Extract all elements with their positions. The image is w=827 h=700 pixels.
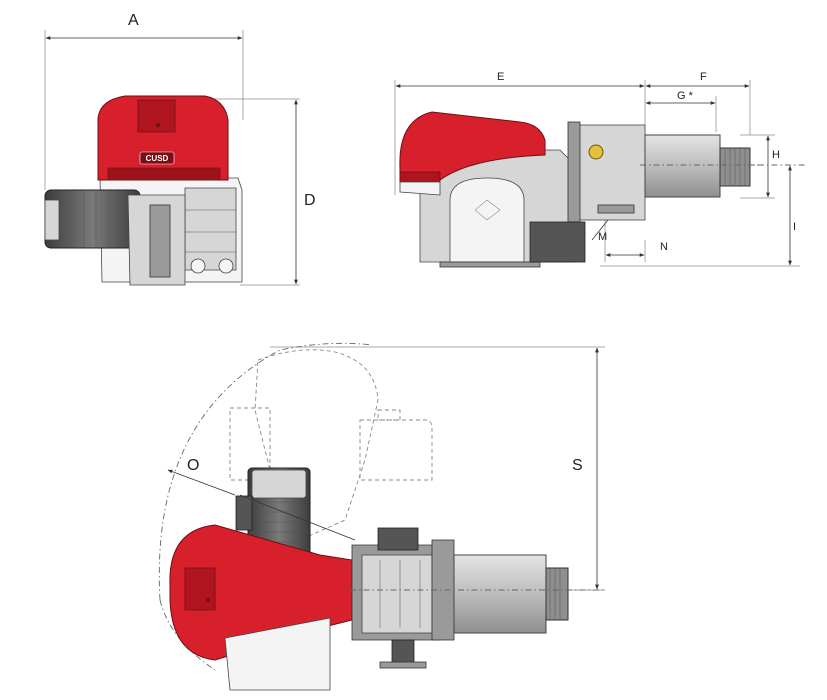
combustion-tube-side <box>644 134 721 198</box>
brand-badge-text: CUSD <box>146 154 169 163</box>
dim-label-h: H <box>772 149 780 161</box>
dim-label-d: D <box>304 192 316 209</box>
dim-label-s: S <box>572 457 583 474</box>
dim-label-o: O <box>187 457 199 474</box>
dim-label-f: F <box>700 71 707 83</box>
dim-label-i: I <box>793 221 796 233</box>
side-view: E F G * H I N M <box>394 71 805 268</box>
dim-label-a: A <box>128 12 139 29</box>
dim-label-m: M <box>598 231 607 243</box>
dim-label-n: N <box>660 241 668 253</box>
dim-label-g: G * <box>677 90 694 102</box>
combustion-tube-top <box>453 554 547 634</box>
top-view: S O <box>158 342 605 691</box>
front-view: A D CUSD <box>44 12 316 286</box>
dim-label-e: E <box>497 71 504 83</box>
